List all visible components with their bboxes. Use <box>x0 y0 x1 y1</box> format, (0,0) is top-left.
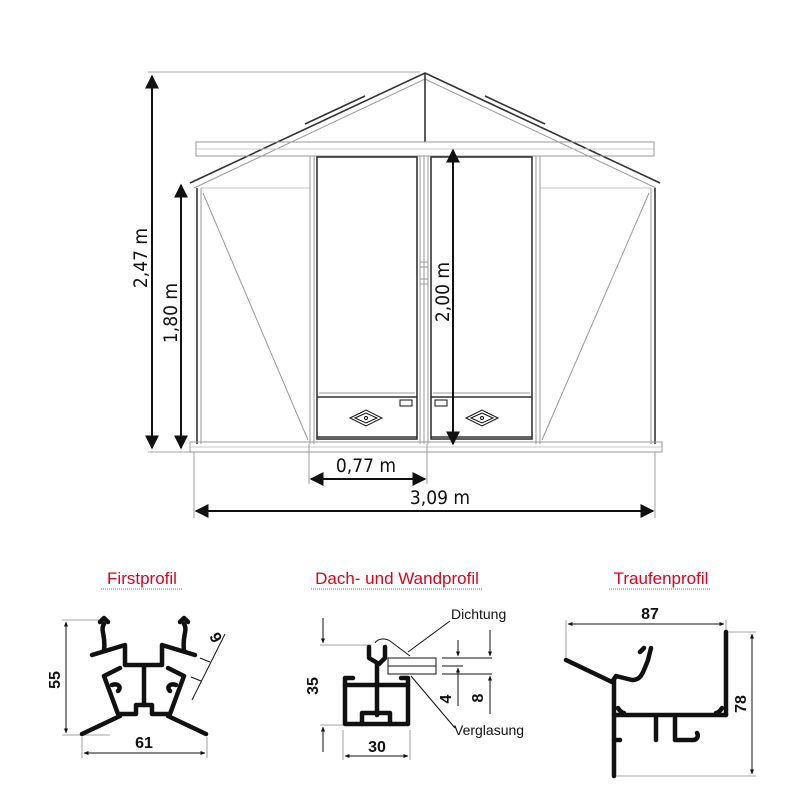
dim-angle: 9 <box>205 630 224 646</box>
dim-width: 61 <box>135 735 153 752</box>
dim-width: 30 <box>368 739 386 756</box>
dim-door-width: 0,77 m <box>336 455 396 477</box>
profile-traufenprofil: Traufenprofil 87 78 <box>563 569 756 779</box>
dim-width: 87 <box>641 606 659 623</box>
left-door-leaf <box>316 156 418 440</box>
profile-firstprofil: Firstprofil 55 9 61 <box>47 569 226 758</box>
profile-title: Traufenprofil <box>614 569 709 588</box>
dim-total-width: 3,09 m <box>410 487 470 509</box>
diamond-emblem-icon <box>464 409 500 427</box>
profile-title: Firstprofil <box>107 569 177 588</box>
label-glazing: Verglasung <box>454 722 524 738</box>
dim-height: 55 <box>47 671 64 689</box>
door-frame <box>309 156 541 444</box>
dim-glazing-thickness: 8 <box>470 693 487 702</box>
dim-side-wall-height: 1,80 m <box>160 283 182 343</box>
side-walls <box>189 187 663 453</box>
roof <box>189 72 661 189</box>
profile-title: Dach- und Wandprofil <box>315 569 479 588</box>
diamond-emblem-icon <box>348 409 384 427</box>
door-label-plate <box>434 399 448 407</box>
door-label-plate <box>399 399 413 407</box>
dim-door-height: 2,00 m <box>432 262 454 322</box>
dim-height: 35 <box>305 677 322 695</box>
dim-height: 78 <box>733 695 750 713</box>
dim-gap: 4 <box>438 694 455 703</box>
greenhouse-front-view: 2,47 m 1,80 m 2,00 m 0,77 m 3,09 m <box>130 71 663 518</box>
label-seal: Dichtung <box>451 606 506 622</box>
dim-total-height: 2,47 m <box>130 228 152 288</box>
profile-dach-wandprofil: Dach- und Wandprofil 35 4 8 Dichtung Ver <box>305 569 524 760</box>
door-handle-icon <box>419 261 429 285</box>
